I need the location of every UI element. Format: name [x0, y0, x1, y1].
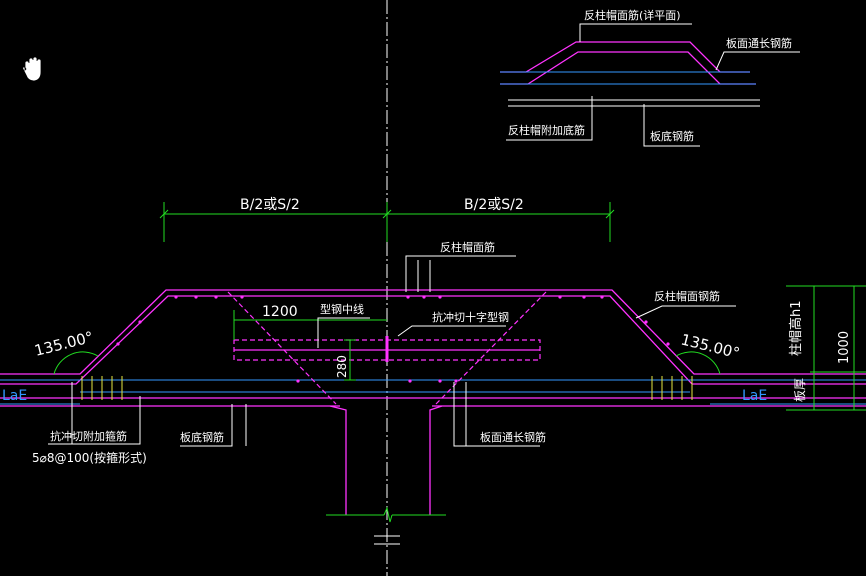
label-slab-through: 板面通长钢筋	[480, 430, 546, 444]
label-steel-centerline: 型钢中线	[320, 302, 364, 316]
hand-pan-icon	[22, 56, 42, 82]
label-top-slab-bottom: 板底钢筋	[650, 129, 694, 143]
dim-left-half: B/2或S/2	[240, 197, 300, 213]
lae-right: LaE	[742, 388, 767, 404]
label-cap-face-rebar: 反柱帽面筋	[440, 240, 495, 254]
dimension-1200	[233, 310, 387, 340]
dim-1200: 1200	[262, 304, 298, 320]
angle-arc-left	[53, 351, 99, 375]
dim-1000: 1000	[837, 331, 852, 364]
label-cap-height: 柱帽高h1	[788, 300, 804, 356]
angle-left: 135.00°	[33, 328, 96, 360]
label-slab-thickness: 板厚	[793, 378, 807, 402]
angle-arc-right	[675, 351, 721, 375]
angle-right: 135.00°	[679, 330, 742, 362]
label-slab-bottom: 板底钢筋	[180, 430, 224, 444]
column-cap-section	[0, 289, 866, 545]
label-cap-face-steel: 反柱帽面钢筋	[654, 289, 720, 303]
dimension-cap-height	[786, 285, 866, 411]
label-top-slab-through: 板面通长钢筋	[726, 36, 792, 50]
lae-left: LaE	[2, 388, 27, 404]
detail-top-right	[500, 23, 800, 147]
label-top-cap-bottom-add: 反柱帽附加底筋	[508, 123, 585, 137]
dimension-280	[344, 339, 356, 381]
dimension-width	[159, 202, 615, 242]
label-top-cap-face: 反柱帽面筋(详平面)	[584, 8, 681, 22]
label-punch-cross-steel: 抗冲切十字型钢	[432, 310, 509, 324]
dim-right-half: B/2或S/2	[464, 197, 524, 213]
dim-280: 280	[335, 355, 349, 378]
label-punch-stirrup: 抗冲切附加箍筋	[50, 429, 127, 443]
label-stirrup-spec: 5⌀8@100(按箍形式)	[32, 450, 147, 465]
